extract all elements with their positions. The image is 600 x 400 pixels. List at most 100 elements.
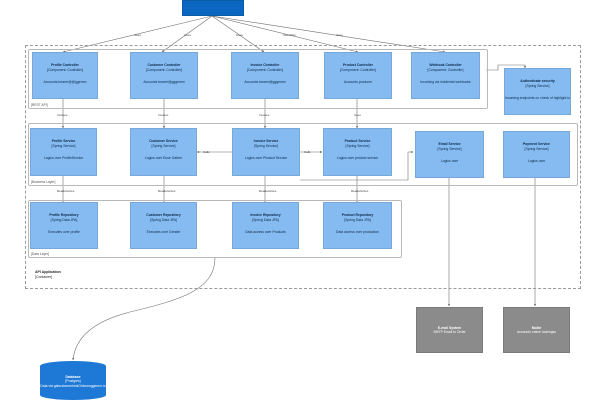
box-description: Logics over	[440, 158, 459, 163]
layer-label: [Data Layer]	[31, 252, 49, 256]
box-title: Invoice Repository	[250, 213, 281, 217]
box-stereotype: [Component: Controller]	[340, 68, 376, 73]
system-type: [Container]	[35, 274, 53, 279]
layer-label: [Business Layer]	[31, 180, 56, 184]
profile-repository[interactable]: Profile Repository [Spring Data JPA] Exe…	[30, 202, 98, 249]
box-description: Logics over product service	[336, 155, 379, 160]
box-stereotype: [Component: Controller]	[427, 68, 464, 73]
box-description: Executes over Gender	[146, 229, 181, 234]
mollie-system[interactable]: Mollie Accounts online lookingss	[503, 307, 570, 353]
edge-label: Uses	[184, 33, 191, 37]
edge-label: Invokes	[57, 113, 68, 117]
box-title: Customer Service	[149, 139, 178, 143]
db-description: Data via gaboshwomhesiGhiwmoggemm.io	[40, 383, 106, 388]
edge-webhook-controller-security	[486, 64, 527, 71]
product-controller[interactable]: Product Controller [Component: Controlle…	[324, 52, 392, 99]
edge-label: Reads/writes	[259, 189, 277, 193]
box-stereotype: [Spring Data JPA]	[50, 218, 78, 223]
box-description: Data access over production	[336, 229, 379, 234]
box-title: Payment Service	[522, 142, 551, 146]
edge-label: Calls	[304, 150, 311, 154]
edge-label: Reads/writes	[351, 189, 369, 193]
box-stereotype: [Spring Service]	[525, 84, 550, 89]
box-description: Incoming endpoints on check of highlight…	[505, 95, 570, 100]
email-service[interactable]: Email Service [Spring Service] Logics ov…	[415, 131, 484, 178]
box-description: Accounts bearer@gggemm	[143, 79, 185, 84]
payment-service[interactable]: Payment Service [Spring Service] Logics …	[503, 131, 570, 178]
box-title: Customer Controller	[147, 63, 181, 67]
edge-label: Invokes	[158, 113, 169, 117]
edge-label: Uses	[354, 113, 361, 117]
box-description: Accounts bearer@@ggemm	[43, 79, 87, 84]
webhook-controller[interactable]: Webhook Controller [Component: Controlle…	[411, 52, 480, 99]
database-container[interactable]: Database [Postgres] Data via gaboshwomhe…	[40, 361, 106, 400]
edge-user-invoice-controller	[211, 15, 265, 53]
box-title: Customer Repository	[146, 213, 181, 217]
box-title: Invoice Controller	[250, 63, 280, 67]
customer-service[interactable]: Customer Service [Spring Service] Logics…	[130, 128, 197, 176]
edge-label: Uses	[134, 33, 141, 37]
box-stereotype: [Spring Service]	[345, 144, 370, 149]
edge-label: Uses/http	[283, 33, 296, 37]
edge-user-profile-controller	[62, 15, 213, 53]
edge-label: Uses	[336, 33, 343, 37]
box-title: Webhook Controller	[429, 63, 462, 67]
box-title: E-mail System	[437, 326, 462, 330]
system-boundary	[25, 45, 581, 289]
box-title: Product Controller	[343, 63, 373, 67]
authenticate-security[interactable]: Authenticate security [Spring Service] I…	[504, 68, 571, 115]
invoice-repository[interactable]: Invoice Repository [Spring Data JPA] Dat…	[232, 202, 299, 249]
box-description: Logics over ProfileService	[43, 155, 84, 160]
user-person[interactable]	[182, 0, 244, 16]
box-stereotype: [Spring Service]	[151, 144, 176, 149]
edge-user-customer-controller	[161, 15, 213, 53]
customer-controller[interactable]: Customer Controller [Component: Controll…	[130, 52, 198, 99]
box-title: Product Repository	[341, 213, 374, 217]
box-stereotype: [Spring Data JPA]	[344, 218, 371, 223]
invoice-controller[interactable]: Invoice Controller [Component: Controlle…	[231, 52, 299, 99]
edge-user-product-controller	[211, 15, 359, 53]
box-description: Accounts bearer@gggemm	[244, 79, 286, 84]
box-stereotype: [Spring Service]	[51, 144, 76, 149]
box-title: Profile Controller	[51, 63, 79, 67]
box-description: Logics over Euse Gather	[144, 155, 183, 160]
edge-label: Uses	[236, 33, 243, 37]
layer-label: [REST API]	[31, 103, 48, 107]
box-stereotype: [Component: Controller]	[47, 68, 83, 73]
product-service[interactable]: Product Service [Spring Service] Logics …	[323, 128, 392, 176]
box-description: Logics over Product Service	[244, 155, 288, 160]
edge-label: Reads/writes	[158, 189, 176, 193]
invoice-service[interactable]: Invoice Service [Spring Service] Logics …	[232, 128, 300, 176]
box-description: Accounts online lookingss	[516, 330, 556, 335]
system-name: API Application	[35, 270, 61, 274]
box-description: Incoming via incidental webhooks	[420, 79, 471, 84]
box-stereotype: [Spring Service]	[254, 144, 278, 149]
box-stereotype: [Spring Data JPA]	[252, 218, 279, 223]
email-system[interactable]: E-mail System SMTP Email to Order	[416, 307, 483, 353]
profile-controller[interactable]: Profile Controller [Component: Controlle…	[32, 52, 98, 99]
box-stereotype: [Component: Controller]	[247, 68, 283, 73]
box-title: Authenticate security	[520, 79, 555, 83]
profile-service[interactable]: Profile Service [Spring Service] Logics …	[30, 128, 97, 176]
customer-repository[interactable]: Customer Repository [Spring Data JPA] Ex…	[130, 202, 197, 249]
data-layer: [Data Layer]	[28, 200, 402, 258]
box-description: Accounts producer	[343, 79, 373, 84]
box-stereotype: [Component: Controller]	[146, 68, 182, 73]
box-description: Data access over Products	[245, 229, 286, 234]
edge-repos-database	[72, 257, 216, 361]
box-title: Email Service	[438, 142, 461, 146]
system-label: API Application [Container]	[35, 270, 61, 279]
box-title: Profile Service	[51, 139, 76, 143]
box-stereotype: [Spring Data JPA]	[150, 218, 177, 223]
box-stereotype: [Spring Service]	[437, 147, 462, 152]
db-type: [Postgres]	[65, 379, 81, 384]
edge-label: Reads/writes	[57, 189, 75, 193]
db-title: Database	[65, 375, 81, 379]
box-description: Executes over profile	[48, 229, 80, 234]
box-description: Logics over	[527, 158, 546, 163]
edge-invoice-email-service	[300, 150, 414, 181]
product-repository[interactable]: Product Repository [Spring Data JPA] Dat…	[323, 202, 392, 249]
box-title: Invoice Service	[253, 139, 279, 143]
edge-user-webhook-controller	[211, 15, 446, 53]
